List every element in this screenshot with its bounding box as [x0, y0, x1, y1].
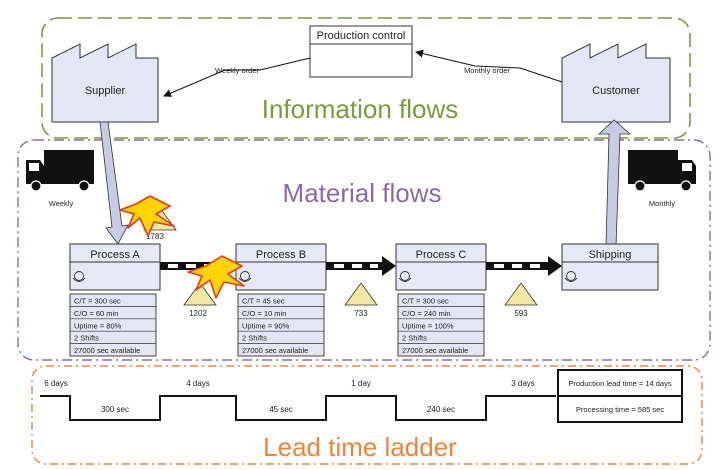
wait-time-label: 3 days: [511, 379, 535, 388]
monthly-order-arrow: [415, 49, 563, 83]
data-row: C/T = 300 sec: [402, 297, 449, 306]
inventory-count: 1783: [146, 232, 164, 241]
process-box-a: Process A: [69, 243, 161, 291]
process-time-label: 300 sec: [101, 405, 129, 414]
supplier-shipment-arrow: [99, 121, 129, 245]
data-row: 27000 sec available: [242, 346, 308, 355]
data-box-c: C/T = 300 sec C/O = 240 min Uptime = 100…: [397, 293, 485, 357]
inventory-triangle: 733: [344, 282, 378, 318]
process-box-b: Process B: [235, 243, 327, 291]
data-box-b: C/T = 45 sec C/O = 10 min Uptime = 90% 2…: [237, 293, 325, 357]
truck-right-label: Monthly: [649, 199, 676, 208]
customer-shipment-arrow: [597, 119, 632, 247]
lead-time-ladder-line: [40, 395, 556, 421]
process-c-name: Process C: [416, 249, 467, 261]
shipping-box: Shipping: [561, 243, 659, 291]
production-control-box: Production control: [309, 25, 413, 78]
operator-icon: [238, 271, 252, 282]
production-control-label: Production control: [317, 30, 406, 42]
material-flow-region: [17, 139, 711, 361]
process-b-name: Process B: [256, 249, 306, 261]
truck-icon-left: [26, 150, 94, 192]
inventory-count: 1202: [189, 309, 207, 318]
kaizen-lightning-icon: [119, 195, 175, 237]
data-row: 27000 sec available: [402, 346, 468, 355]
push-arrow-b-c: [326, 256, 396, 276]
production-lead-time-label: Production lead time = 14 days: [568, 379, 671, 388]
inventory-count: 593: [514, 309, 528, 318]
monthly-order-label: Monthly order: [464, 66, 510, 75]
operator-icon: [564, 271, 578, 282]
truck-left-label: Weekly: [49, 199, 74, 208]
push-arrow-c-shipping: [486, 256, 562, 276]
process-time-label: 45 sec: [269, 405, 293, 414]
material-flows-title: Material flows: [283, 178, 442, 208]
process-a-name: Process A: [90, 249, 140, 261]
supplier-label: Supplier: [85, 85, 126, 97]
processing-time-label: Processing time = 585 sec: [576, 405, 664, 414]
supplier-factory-icon: Supplier: [51, 43, 159, 123]
data-row: Uptime = 100%: [402, 321, 454, 330]
wait-time-label: 4 days: [186, 379, 210, 388]
data-row: C/T = 45 sec: [242, 297, 285, 306]
lead-time-summary-box: Production lead time = 14 days Processin…: [557, 369, 683, 423]
weekly-order-arrow: [163, 57, 311, 97]
inventory-triangle: 1202: [183, 282, 217, 318]
data-row: C/O = 10 min: [242, 309, 286, 318]
data-row: 2 Shifts: [402, 334, 427, 343]
inventory-triangle: 593: [504, 282, 538, 318]
process-time-label: 240 sec: [427, 405, 455, 414]
weekly-order-label: Weekly order: [215, 66, 260, 75]
data-box-a: C/T = 300 sec C/O = 60 min Uptime = 80% …: [69, 293, 157, 357]
data-row: Uptime = 90%: [242, 321, 290, 330]
data-row: C/T = 300 sec: [74, 297, 121, 306]
process-box-c: Process C: [395, 243, 487, 291]
data-row: Uptime = 80%: [74, 321, 122, 330]
wait-time-label: 6 days: [44, 379, 68, 388]
shipping-label: Shipping: [589, 249, 632, 261]
inventory-count: 733: [354, 309, 368, 318]
customer-factory-icon: Customer: [561, 43, 671, 123]
data-row: 2 Shifts: [74, 334, 99, 343]
lead-time-ladder-title: Lead time ladder: [263, 432, 457, 462]
data-row: C/O = 60 min: [74, 309, 118, 318]
customer-label: Customer: [592, 85, 640, 97]
information-flows-title: Information flows: [262, 94, 459, 124]
operator-icon: [398, 271, 412, 282]
data-row: C/O = 240 min: [402, 309, 451, 318]
data-row: 2 Shifts: [242, 334, 267, 343]
operator-icon: [72, 271, 86, 282]
wait-time-label: 1 day: [351, 379, 371, 388]
data-row: 27000 sec available: [74, 346, 140, 355]
information-flow-region: [41, 17, 691, 139]
kaizen-lightning-icon: [187, 255, 245, 299]
truck-icon-right: [628, 150, 696, 192]
